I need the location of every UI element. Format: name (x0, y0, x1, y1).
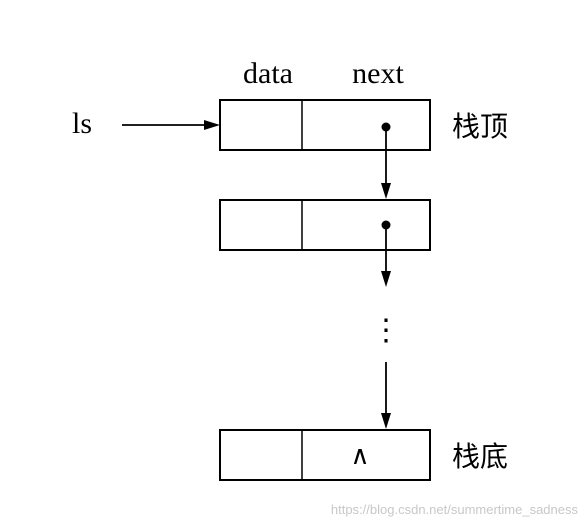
node-top-box (219, 99, 431, 151)
node-top (219, 99, 431, 151)
data-field-label: data (243, 57, 293, 90)
link-1-arrowhead (381, 183, 391, 199)
link-3-arrowhead (381, 413, 391, 429)
stack-pointer-label: ls (72, 107, 92, 140)
pointer-arrowhead (204, 120, 220, 130)
watermark-text: https://blog.csdn.net/summertime_sadness (331, 502, 579, 517)
node-bottom: ∧ (219, 429, 431, 481)
node-bottom-box (219, 429, 431, 481)
stack-top-label: 栈顶 (452, 110, 508, 143)
link-2-arrowhead (381, 271, 391, 287)
stack-bottom-label: 栈底 (452, 440, 508, 473)
ellipsis-mark: ⋮ (371, 314, 401, 347)
node-middle-box (219, 199, 431, 251)
null-pointer-symbol: ∧ (350, 441, 369, 471)
node-middle (219, 199, 431, 251)
next-field-label: next (352, 57, 404, 90)
